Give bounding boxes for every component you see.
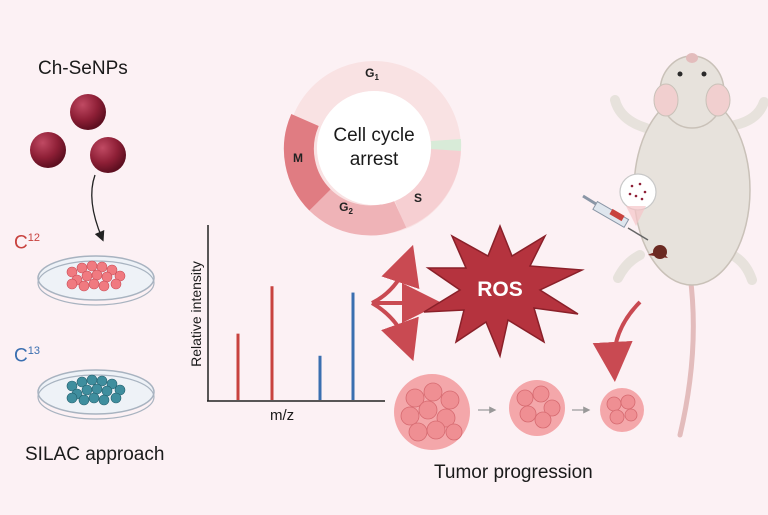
syringe-icon bbox=[582, 194, 649, 241]
c13-label: C13 bbox=[14, 345, 40, 367]
bar-c12-2 bbox=[270, 286, 274, 400]
phase-g2-label: G2 bbox=[339, 200, 353, 216]
c12-label: C12 bbox=[14, 232, 40, 254]
nanoparticle-icon bbox=[30, 94, 126, 173]
arrow-icon bbox=[592, 300, 642, 382]
g1-sub: 1 bbox=[374, 73, 379, 83]
silac-label: SILAC approach bbox=[25, 444, 165, 465]
cell-cycle-wheel bbox=[283, 61, 462, 236]
chart-bars bbox=[236, 286, 355, 400]
g2-sub: 2 bbox=[348, 207, 353, 217]
nanoparticle-label: Ch-SeNPs bbox=[38, 58, 128, 79]
petri-dish-icon bbox=[37, 369, 155, 420]
arrow-icon bbox=[370, 244, 442, 362]
c13-base: C bbox=[14, 345, 28, 367]
phase-s-label: S bbox=[413, 191, 423, 205]
ros-label: ROS bbox=[477, 278, 523, 301]
nanoparticle-zoom-icon bbox=[619, 173, 657, 226]
g2-base: G bbox=[339, 199, 349, 214]
tumor-icon bbox=[509, 380, 565, 436]
phase-m-label: M bbox=[293, 151, 303, 165]
c13-sup: 13 bbox=[27, 345, 40, 357]
y-axis-label: Relative intensity bbox=[188, 261, 204, 367]
mouse-icon bbox=[610, 53, 768, 438]
petri-dish-icon bbox=[37, 255, 155, 306]
g1-base: G bbox=[365, 65, 375, 80]
tumor-icon bbox=[394, 374, 470, 450]
cell-cycle-label: Cell cycle arrest bbox=[333, 125, 415, 170]
tumor-icon bbox=[600, 388, 644, 432]
phase-g1-label: G1 bbox=[365, 66, 379, 82]
bar-c13-4 bbox=[351, 292, 355, 400]
bar-c13-3 bbox=[318, 355, 322, 400]
arrow-icon bbox=[91, 174, 105, 242]
chart-axes bbox=[207, 225, 385, 402]
bar-c12-1 bbox=[236, 333, 240, 400]
ros-burst-icon bbox=[423, 223, 585, 359]
tumor-label: Tumor progression bbox=[434, 462, 593, 483]
c12-sup: 12 bbox=[27, 232, 40, 244]
x-axis-label: m/z bbox=[270, 407, 295, 424]
c12-base: C bbox=[14, 232, 28, 254]
